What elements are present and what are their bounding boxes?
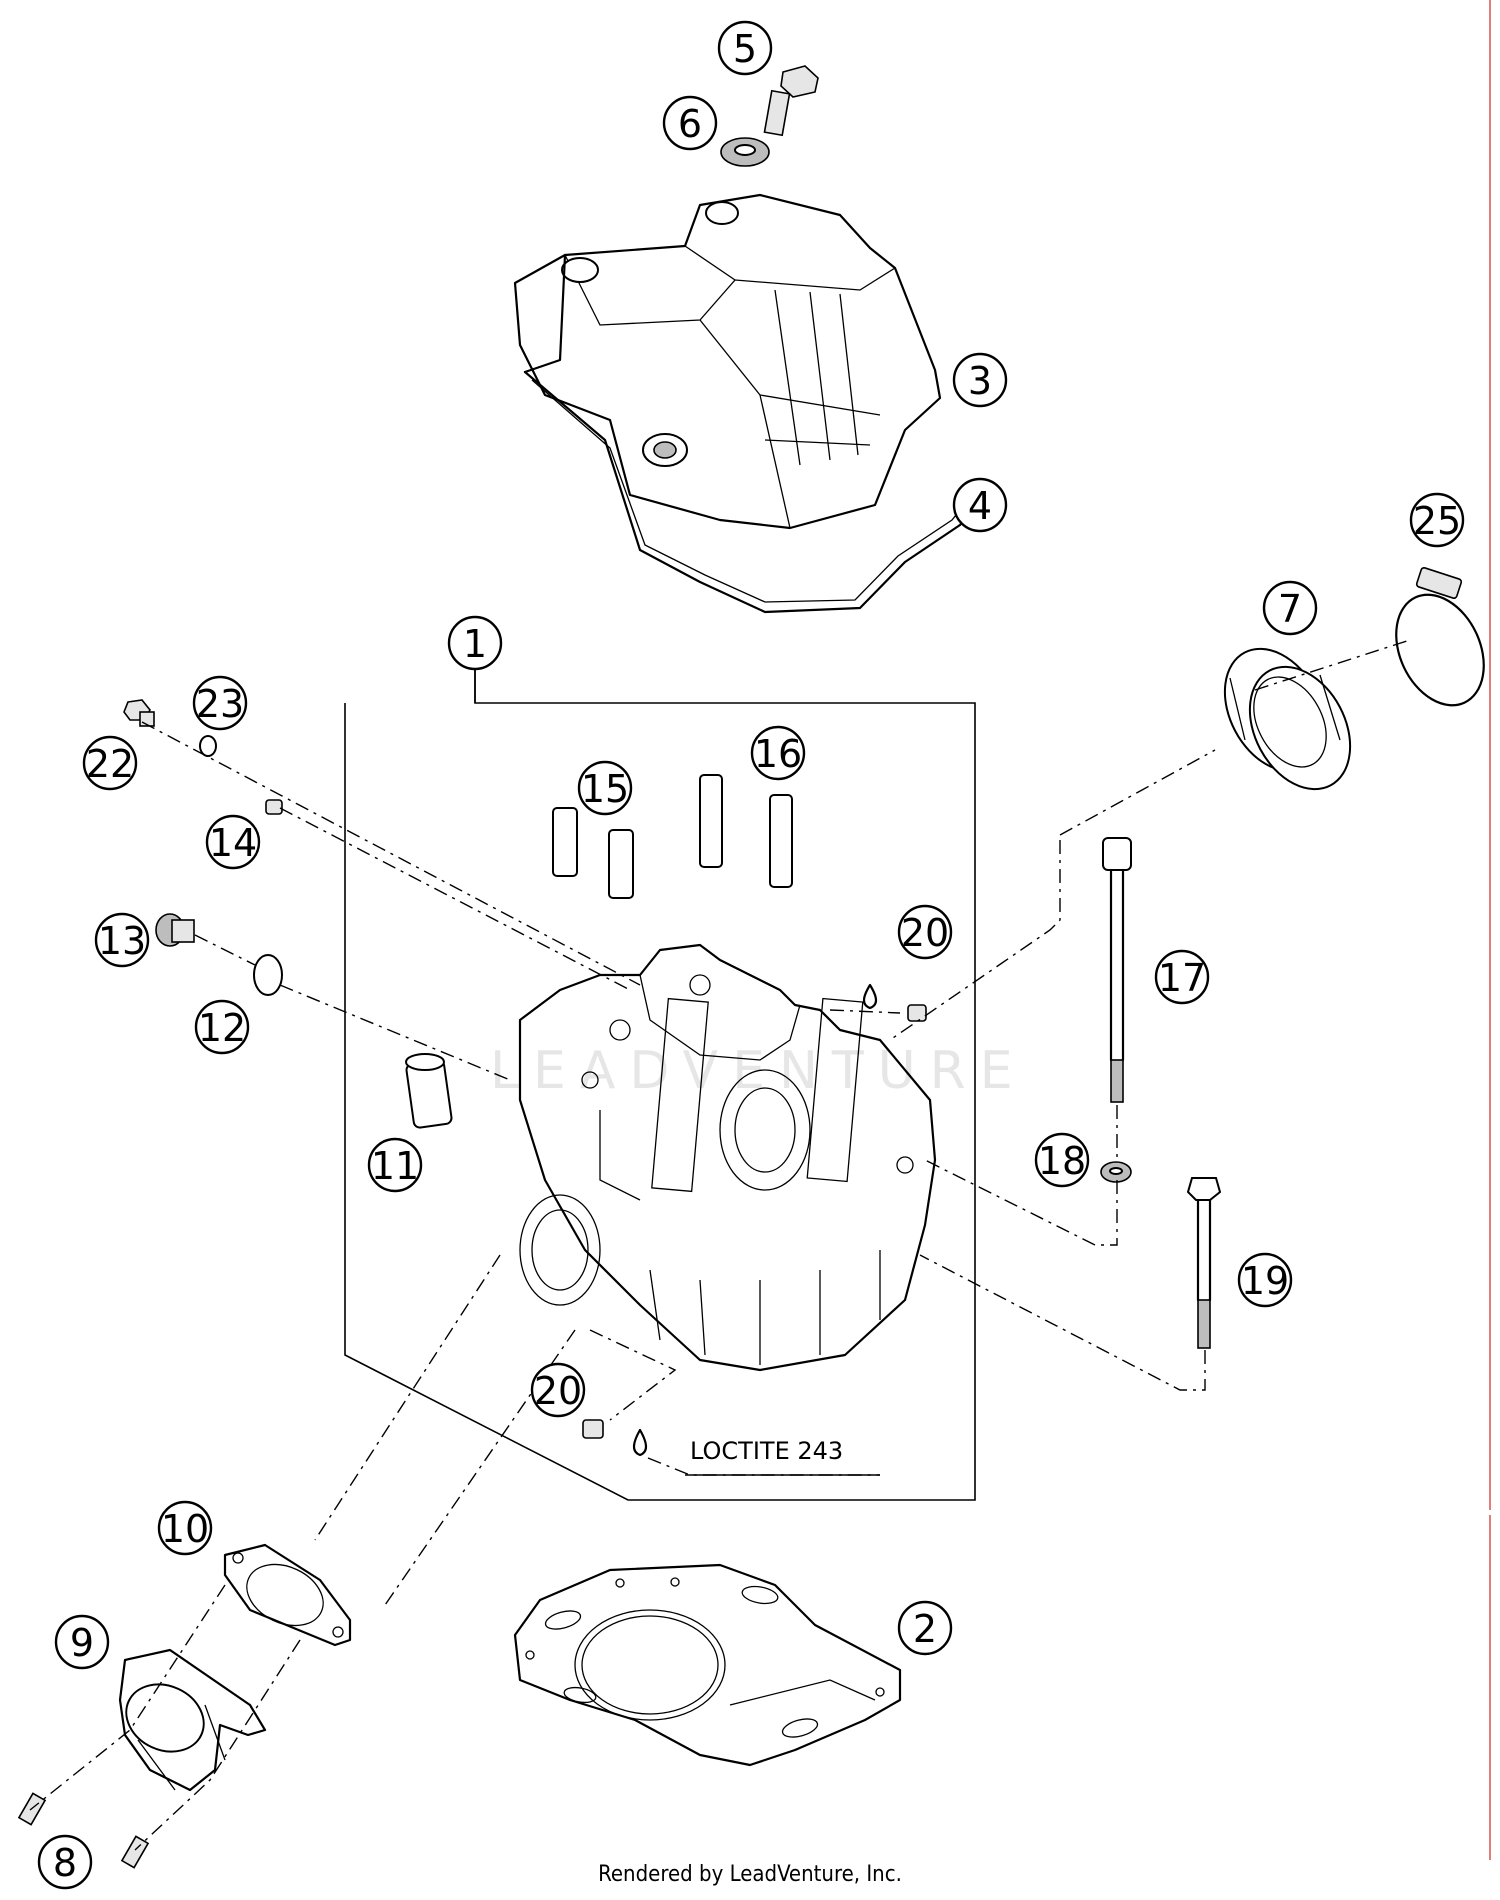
- callout-c2: 2: [897, 1600, 953, 1656]
- callout-number: 15: [581, 767, 629, 811]
- cylinder-head: [518, 943, 937, 1372]
- callout-c17: 17: [1154, 949, 1210, 1005]
- watermark: LEADVENTURE: [490, 1041, 1027, 1101]
- callout-number: 19: [1241, 1259, 1289, 1303]
- washer-23: [199, 735, 217, 757]
- callout-number: 14: [209, 821, 257, 865]
- callout-c12: 12: [194, 999, 250, 1055]
- callout-number: 6: [678, 102, 702, 146]
- callout-c20a: 20: [897, 904, 953, 960]
- callout-number: 11: [371, 1144, 419, 1188]
- washer-18: [1100, 1161, 1132, 1183]
- washer-12: [253, 954, 283, 996]
- callout-circle: [750, 725, 806, 781]
- callout-c25: 25: [1409, 492, 1465, 548]
- callout-c6: 6: [662, 95, 718, 151]
- valve-guides-15: [552, 807, 634, 899]
- callout-number: 22: [86, 742, 134, 786]
- callout-circle: [194, 999, 250, 1055]
- callout-c3: 3: [952, 352, 1008, 408]
- bolt-17: [1102, 837, 1132, 1103]
- callout-c5: 5: [717, 20, 773, 76]
- callout-circle: [1409, 492, 1465, 548]
- callout-number: 20: [534, 1369, 582, 1413]
- callout-c7: 7: [1262, 580, 1318, 636]
- washer-6: [720, 137, 770, 167]
- plug-14: [265, 799, 283, 815]
- callout-number: 13: [98, 919, 146, 963]
- valve-guides-16: [699, 774, 793, 888]
- callout-number: 5: [733, 27, 757, 71]
- callout-c9: 9: [54, 1614, 110, 1670]
- callout-c19: 19: [1237, 1252, 1293, 1308]
- plug-13: [155, 913, 195, 947]
- callout-number: 2: [913, 1607, 937, 1651]
- loctite-note: LOCTITE 243: [690, 1437, 843, 1465]
- callout-c20b: 20: [530, 1362, 586, 1418]
- callout-c14: 14: [205, 814, 261, 870]
- callout-circle: [530, 1362, 586, 1418]
- callout-circle: [82, 735, 138, 791]
- valve-cover: [513, 193, 942, 530]
- callout-c22: 22: [82, 735, 138, 791]
- callout-c15: 15: [577, 760, 633, 816]
- callout-number: 8: [53, 1841, 77, 1885]
- exhaust-flange-9: [118, 1648, 267, 1792]
- callout-circle: [952, 477, 1008, 533]
- callout-circle: [1034, 1132, 1090, 1188]
- callout-circle: [367, 1137, 423, 1193]
- callout-c23: 23: [192, 675, 248, 731]
- callout-number: 18: [1038, 1139, 1086, 1183]
- callout-c11: 11: [367, 1137, 423, 1193]
- callout-circle: [662, 95, 718, 151]
- callout-c18: 18: [1034, 1132, 1090, 1188]
- callout-c8: 8: [37, 1834, 93, 1890]
- callout-number: 7: [1278, 587, 1302, 631]
- callout-number: 4: [968, 484, 992, 528]
- bolt-5: [763, 65, 819, 137]
- callout-circle: [54, 1614, 110, 1670]
- callout-circle: [37, 1834, 93, 1890]
- callout-number: 17: [1158, 956, 1206, 1000]
- callout-c1: 1: [447, 615, 503, 671]
- callout-number: 9: [70, 1621, 94, 1665]
- bolt-19: [1186, 1177, 1222, 1349]
- exhaust-gasket-10: [223, 1543, 352, 1647]
- callout-circle: [205, 814, 261, 870]
- callout-number: 3: [968, 359, 992, 403]
- callout-circle: [94, 912, 150, 968]
- callout-circle: [1237, 1252, 1293, 1308]
- callout-circle: [157, 1500, 213, 1556]
- callout-circle: [897, 904, 953, 960]
- callout-c16: 16: [750, 725, 806, 781]
- callout-circle: [897, 1600, 953, 1656]
- intake-flange-7: [1223, 647, 1352, 791]
- head-gasket-2: [513, 1563, 902, 1767]
- callout-circle: [717, 20, 773, 76]
- callout-c10: 10: [157, 1500, 213, 1556]
- callout-number: 1: [463, 622, 487, 666]
- callout-number: 10: [161, 1507, 209, 1551]
- callout-number: 23: [196, 682, 244, 726]
- callout-circle: [577, 760, 633, 816]
- screw-20-upper: [862, 983, 927, 1022]
- footer-credit: Rendered by LeadVenture, Inc.: [598, 1862, 902, 1887]
- callout-c4: 4: [952, 477, 1008, 533]
- hose-clamp-25: [1395, 566, 1485, 707]
- screw-22: [123, 699, 155, 727]
- callout-number: 16: [754, 732, 802, 776]
- callout-circle: [1262, 580, 1318, 636]
- callout-c13: 13: [94, 912, 150, 968]
- assembly-lines: [29, 639, 1411, 1851]
- callout-circle: [1154, 949, 1210, 1005]
- callout-number: 20: [901, 911, 949, 955]
- screw-20-lower: [582, 1419, 648, 1457]
- callout-circle: [952, 352, 1008, 408]
- callout-circle: [192, 675, 248, 731]
- callout-number: 25: [1413, 499, 1461, 543]
- dowel-sleeve-11: [405, 1053, 453, 1129]
- callout-number: 12: [198, 1006, 246, 1050]
